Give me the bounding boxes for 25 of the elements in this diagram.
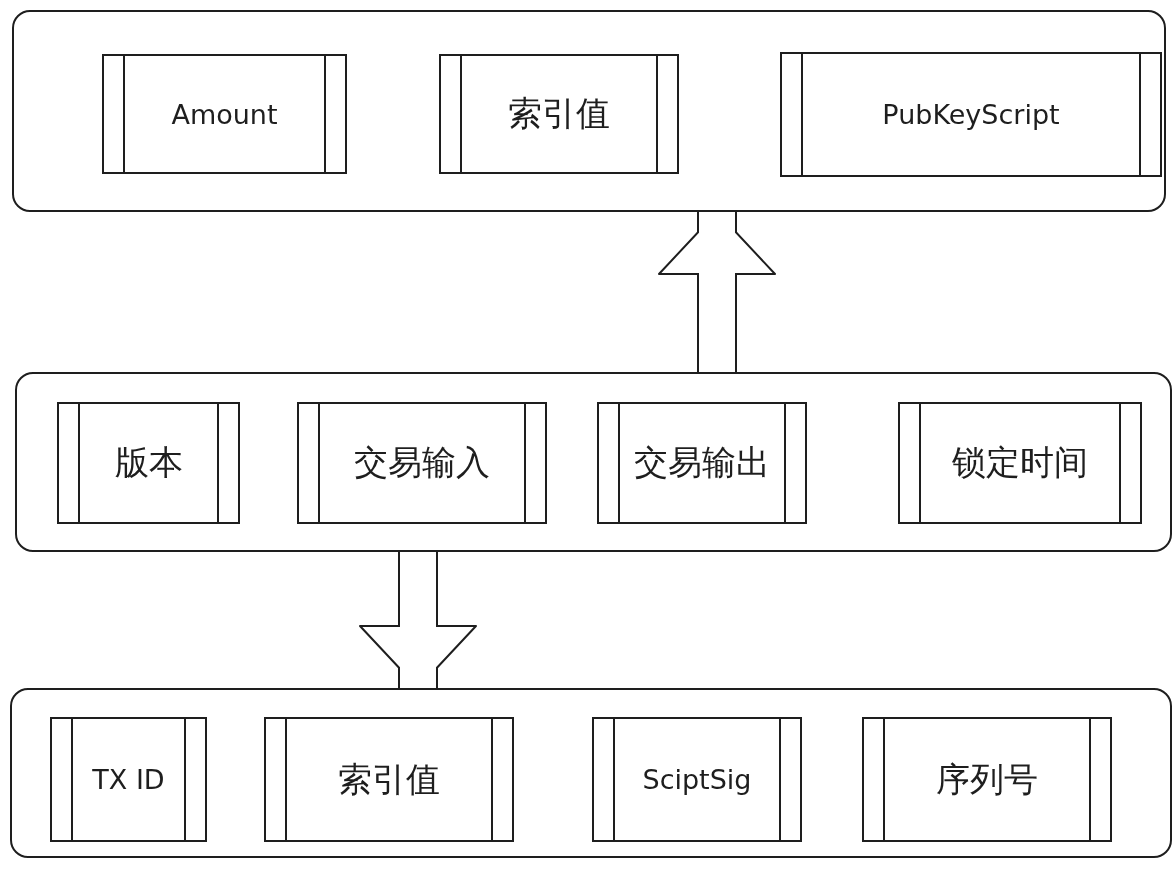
box-label: SciptSig (642, 764, 752, 795)
panel (15, 372, 1172, 552)
process-box (862, 717, 1112, 842)
box-label: 交易输入 (354, 441, 490, 484)
box-label: 索引值 (508, 92, 610, 135)
process-box (597, 402, 807, 524)
process-box (50, 717, 207, 842)
process-box (898, 402, 1142, 524)
process-box (264, 717, 514, 842)
process-box (592, 717, 802, 842)
box-label: 锁定时间 (952, 441, 1088, 484)
panel (10, 688, 1172, 858)
box-label: 交易输出 (634, 441, 770, 484)
process-box (439, 54, 679, 174)
box-label: 序列号 (936, 757, 1038, 801)
process-box (780, 52, 1162, 177)
process-box (102, 54, 347, 174)
process-box (57, 402, 240, 524)
box-label: 索引值 (338, 757, 440, 801)
box-label: TX ID (92, 764, 165, 795)
panel (12, 10, 1166, 212)
process-box (297, 402, 547, 524)
box-label: Amount (171, 98, 278, 130)
box-label: PubKeyScript (882, 99, 1060, 130)
box-label: 版本 (114, 441, 183, 484)
